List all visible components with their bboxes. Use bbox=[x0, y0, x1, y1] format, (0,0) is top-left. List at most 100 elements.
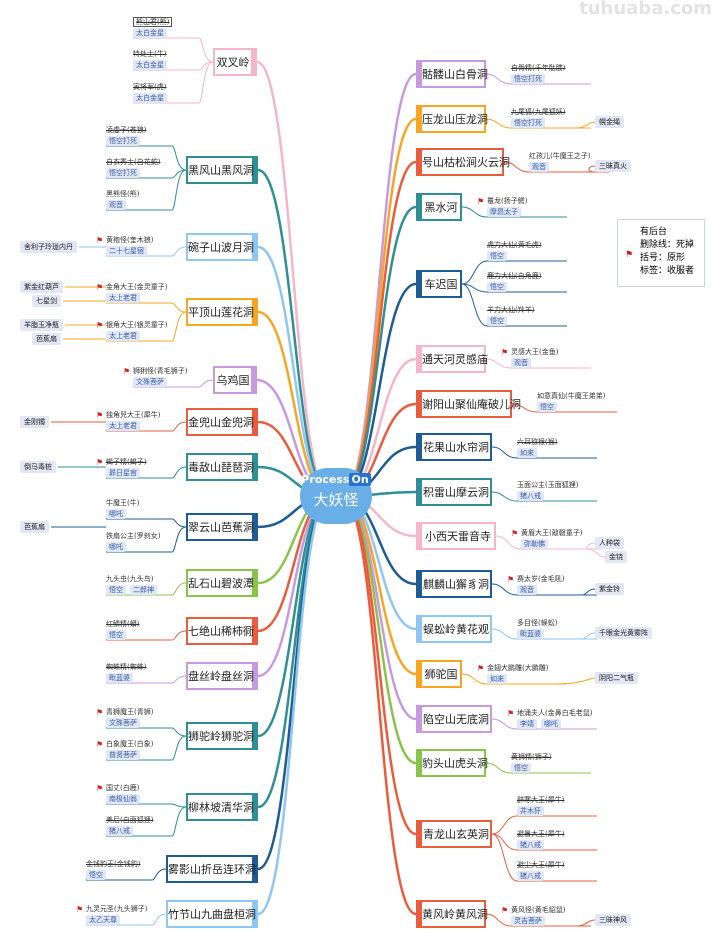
topic-node[interactable]: 黄风岭黄风洞 bbox=[416, 900, 488, 928]
monster-leaf[interactable]: 六耳猕猴(猴) bbox=[517, 438, 558, 446]
monster-leaf[interactable]: 鹿力大仙(白角鹿) bbox=[487, 272, 542, 280]
topic-node[interactable]: 号山枯松涧火云洞 bbox=[416, 148, 510, 176]
legend-box: ⚑ 有后台 删除线：死掉 括号：原形 标签：收服者 bbox=[617, 219, 705, 287]
connector-line bbox=[491, 491, 597, 502]
connector-line bbox=[133, 37, 214, 63]
monster-leaf[interactable]: 赛太岁(金毛吼) bbox=[517, 575, 565, 583]
topic-node[interactable]: 双叉岭 bbox=[213, 48, 257, 76]
monster-leaf[interactable]: 九尾狐(九尾狐妖) bbox=[511, 108, 566, 116]
topic-node[interactable]: 积雷山摩云洞 bbox=[416, 478, 492, 506]
topic-node[interactable]: 豹头山虎头洞 bbox=[416, 749, 488, 777]
monster-leaf[interactable]: 羊力大仙(羚羊) bbox=[487, 306, 535, 314]
flag-icon: ⚑ bbox=[96, 740, 104, 749]
monster-leaf[interactable]: 灵感大王(金鱼) bbox=[511, 348, 559, 356]
topic-node[interactable]: 乌鸡国 bbox=[213, 366, 257, 394]
monster-leaf[interactable]: 红鳞精(蟒) bbox=[106, 620, 140, 628]
topic-node[interactable]: 碗子山波月洞 bbox=[186, 233, 258, 261]
topic-node[interactable]: 花果山水帘洞 bbox=[416, 433, 492, 461]
flag-icon: ⚑ bbox=[96, 458, 104, 467]
connector-line bbox=[106, 803, 187, 808]
topic-node[interactable]: 狮驼国 bbox=[416, 660, 462, 688]
monster-leaf[interactable]: 独角兕大王(犀牛) bbox=[106, 411, 161, 419]
topic-node[interactable]: 七绝山稀柿衕 bbox=[186, 617, 258, 645]
monster-leaf[interactable]: 银角大王(银灵童子) bbox=[106, 321, 168, 329]
tamer-tag: 文殊菩萨 bbox=[133, 377, 167, 387]
monster-leaf[interactable]: 青狮魔王(青狮) bbox=[106, 708, 154, 716]
connector-line bbox=[106, 145, 187, 171]
topic-node[interactable]: 毒敌山琵琶洞 bbox=[186, 453, 258, 481]
monster-leaf[interactable]: 美后(白面狐狸) bbox=[106, 816, 154, 824]
topic-node[interactable]: 平顶山莲花洞 bbox=[186, 298, 258, 326]
monster-leaf[interactable]: 虎力大仙(黄毛虎) bbox=[487, 241, 542, 249]
monster-leaf[interactable]: 狮猁怪(青毛狮子) bbox=[133, 367, 188, 375]
topic-node[interactable]: 柳林坡清华洞 bbox=[186, 793, 258, 821]
artifact-tag: 金刚镯 bbox=[20, 416, 49, 428]
topic-node[interactable]: 翠云山芭蕉洞 bbox=[186, 513, 258, 541]
tamer-tag: 毗蓝婆 bbox=[106, 673, 133, 683]
monster-leaf[interactable]: 地涌夫人(金鼻白毛老鼠) bbox=[517, 709, 593, 717]
monster-leaf[interactable]: 九灵元圣(九头狮子) bbox=[86, 905, 148, 913]
topic-node[interactable]: 陷空山无底洞 bbox=[416, 705, 492, 733]
monster-leaf[interactable]: 黄眉大王(敲磬童子) bbox=[521, 529, 583, 537]
topic-node[interactable]: 青龙山玄英洞 bbox=[416, 820, 492, 848]
monster-leaf[interactable]: 玉面公主(玉面狐狸) bbox=[517, 481, 579, 489]
monster-leaf[interactable]: 蜘蛛精(蜘蛛) bbox=[106, 663, 147, 671]
monster-leaf[interactable]: 凌虚子(苍狼) bbox=[106, 126, 147, 134]
monster-leaf[interactable]: 国丈(白鹿) bbox=[106, 784, 140, 792]
monster-leaf[interactable]: 蝎子精(蝎子) bbox=[106, 458, 147, 466]
monster-leaf[interactable]: 黑熊怪(熊) bbox=[106, 190, 140, 198]
monster-leaf[interactable]: 铁扇公主(罗刹女) bbox=[106, 532, 161, 540]
topic-node[interactable]: 谢阳山聚仙庵破儿洞 bbox=[416, 390, 521, 418]
connector-line bbox=[106, 311, 187, 342]
legend-line: 删除线：死掉 bbox=[640, 240, 695, 250]
topic-node[interactable]: 金兜山金兜洞 bbox=[186, 408, 258, 436]
connector-line bbox=[585, 548, 606, 558]
tamer-tag: 灵吉菩萨 bbox=[511, 916, 545, 926]
topic-node[interactable]: 蜈蚣岭黄花观 bbox=[416, 615, 492, 643]
monster-leaf[interactable]: 红孩儿(牛魔王之子) bbox=[529, 152, 591, 160]
topic-node[interactable]: 竹节山九曲盘桓洞 bbox=[166, 900, 258, 928]
monster-leaf[interactable]: 金翅大鹏雕(大鹏雕) bbox=[487, 664, 549, 672]
tamer-tag: 太白金星 bbox=[133, 28, 167, 38]
topic-node[interactable]: 乱石山碧波潭 bbox=[186, 569, 258, 597]
monster-leaf[interactable]: 避尘大王(犀牛) bbox=[517, 861, 565, 869]
topic-node[interactable]: 压龙山压龙洞 bbox=[416, 105, 488, 133]
topic-node[interactable]: 黑水河 bbox=[416, 193, 462, 221]
topic-node[interactable]: 小西天雷音寺 bbox=[416, 522, 496, 550]
monster-leaf[interactable]: 金钱豹王(金钱豹) bbox=[86, 860, 141, 868]
monster-leaf[interactable]: 熊山君(熊) bbox=[133, 17, 173, 27]
monster-leaf[interactable]: 特处士(牛) bbox=[133, 50, 167, 58]
monster-leaf[interactable]: 辟寒大王(犀牛) bbox=[517, 796, 565, 804]
monster-leaf[interactable]: 黄狮精(狮子) bbox=[511, 753, 552, 761]
topic-node[interactable]: 盘丝岭盘丝洞 bbox=[186, 662, 258, 690]
connector-line bbox=[86, 913, 167, 926]
topic-node[interactable]: 车迟国 bbox=[416, 270, 462, 298]
watermark: tuhuaba.com bbox=[579, 0, 712, 19]
monster-leaf[interactable]: 九头虫(九头鸟) bbox=[106, 575, 154, 583]
topic-node[interactable]: 雾影山折岳连环洞 bbox=[166, 855, 258, 883]
monster-leaf[interactable]: 黄风怪(黄毛貂鼠) bbox=[511, 906, 566, 914]
topic-node[interactable]: 骷髅山白骨洞 bbox=[416, 60, 488, 88]
monster-leaf[interactable]: 如意真仙(牛魔王弟弟) bbox=[537, 392, 606, 400]
monster-leaf[interactable]: 白象魔王(白象) bbox=[106, 740, 154, 748]
monster-leaf[interactable]: 金角大王(金灵童子) bbox=[106, 283, 168, 291]
topic-node[interactable]: 通天河灵感庙 bbox=[416, 345, 488, 373]
topic-node[interactable]: 黑风山黑风洞 bbox=[186, 156, 258, 184]
monster-leaf[interactable]: 避暑大王(犀牛) bbox=[517, 830, 565, 838]
topic-node[interactable]: 狮驼岭狮驼洞 bbox=[186, 722, 258, 750]
artifact-tag: 倒马毒桩 bbox=[20, 461, 56, 473]
connector-line bbox=[491, 833, 597, 882]
connector-line bbox=[106, 466, 187, 479]
monster-leaf[interactable]: 白衣秀士(白花蛇) bbox=[106, 158, 161, 166]
connector-line bbox=[461, 260, 567, 285]
monster-leaf[interactable]: 白骨精(千年骷髅) bbox=[511, 64, 566, 72]
monster-leaf[interactable]: 寅将军(虎) bbox=[133, 83, 167, 91]
monster-leaf[interactable]: 鼍龙(扬子鳄) bbox=[487, 197, 528, 205]
monster-leaf[interactable]: 牛魔王(牛) bbox=[106, 499, 140, 507]
monster-leaf[interactable]: 多目怪(蜈蚣) bbox=[517, 619, 558, 627]
topic-node[interactable]: 麒麟山獬豸洞 bbox=[416, 570, 492, 598]
connector-line bbox=[341, 494, 417, 836]
monster-leaf[interactable]: 黄袍怪(奎木狼) bbox=[106, 236, 154, 244]
